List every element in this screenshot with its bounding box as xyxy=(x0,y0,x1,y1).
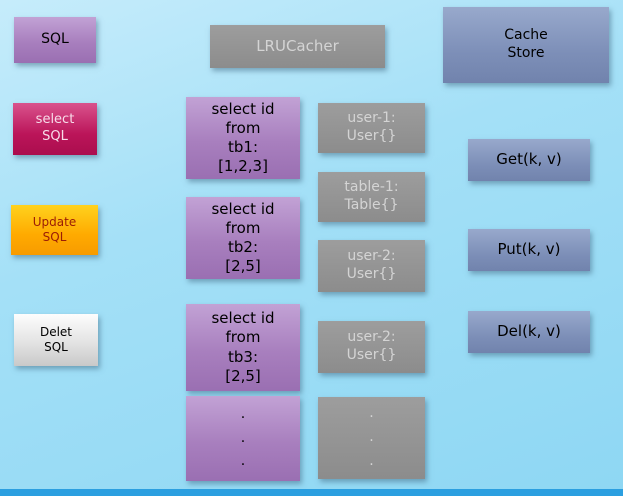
query-tb2-node: select id from tb2: [2,5] xyxy=(186,197,300,279)
lru-cacher-node: LRUCacher xyxy=(210,25,385,68)
cache-ellipsis-node: . . . xyxy=(318,397,425,479)
bottom-edge-bar xyxy=(0,489,623,496)
cache-entry-user-1: user-1: User{} xyxy=(318,103,425,153)
select-sql-node: select SQL xyxy=(13,103,97,155)
del-op-node: Del(k, v) xyxy=(468,311,590,353)
cache-entry-user-2b: user-2: User{} xyxy=(318,321,425,373)
put-op-node: Put(k, v) xyxy=(468,229,590,271)
query-tb1-node: select id from tb1: [1,2,3] xyxy=(186,97,300,179)
query-tb3-node: select id from tb3: [2,5] xyxy=(186,304,300,391)
update-sql-node: Update SQL xyxy=(11,205,98,255)
cache-entry-user-2: user-2: User{} xyxy=(318,240,425,292)
get-op-node: Get(k, v) xyxy=(468,139,590,181)
sql-node: SQL xyxy=(14,17,96,63)
cache-entry-table-1: table-1: Table{} xyxy=(318,172,425,222)
query-ellipsis-node: . . . xyxy=(186,396,300,481)
delete-sql-node: Delet SQL xyxy=(14,314,98,366)
cache-store-node: Cache Store xyxy=(443,7,609,83)
